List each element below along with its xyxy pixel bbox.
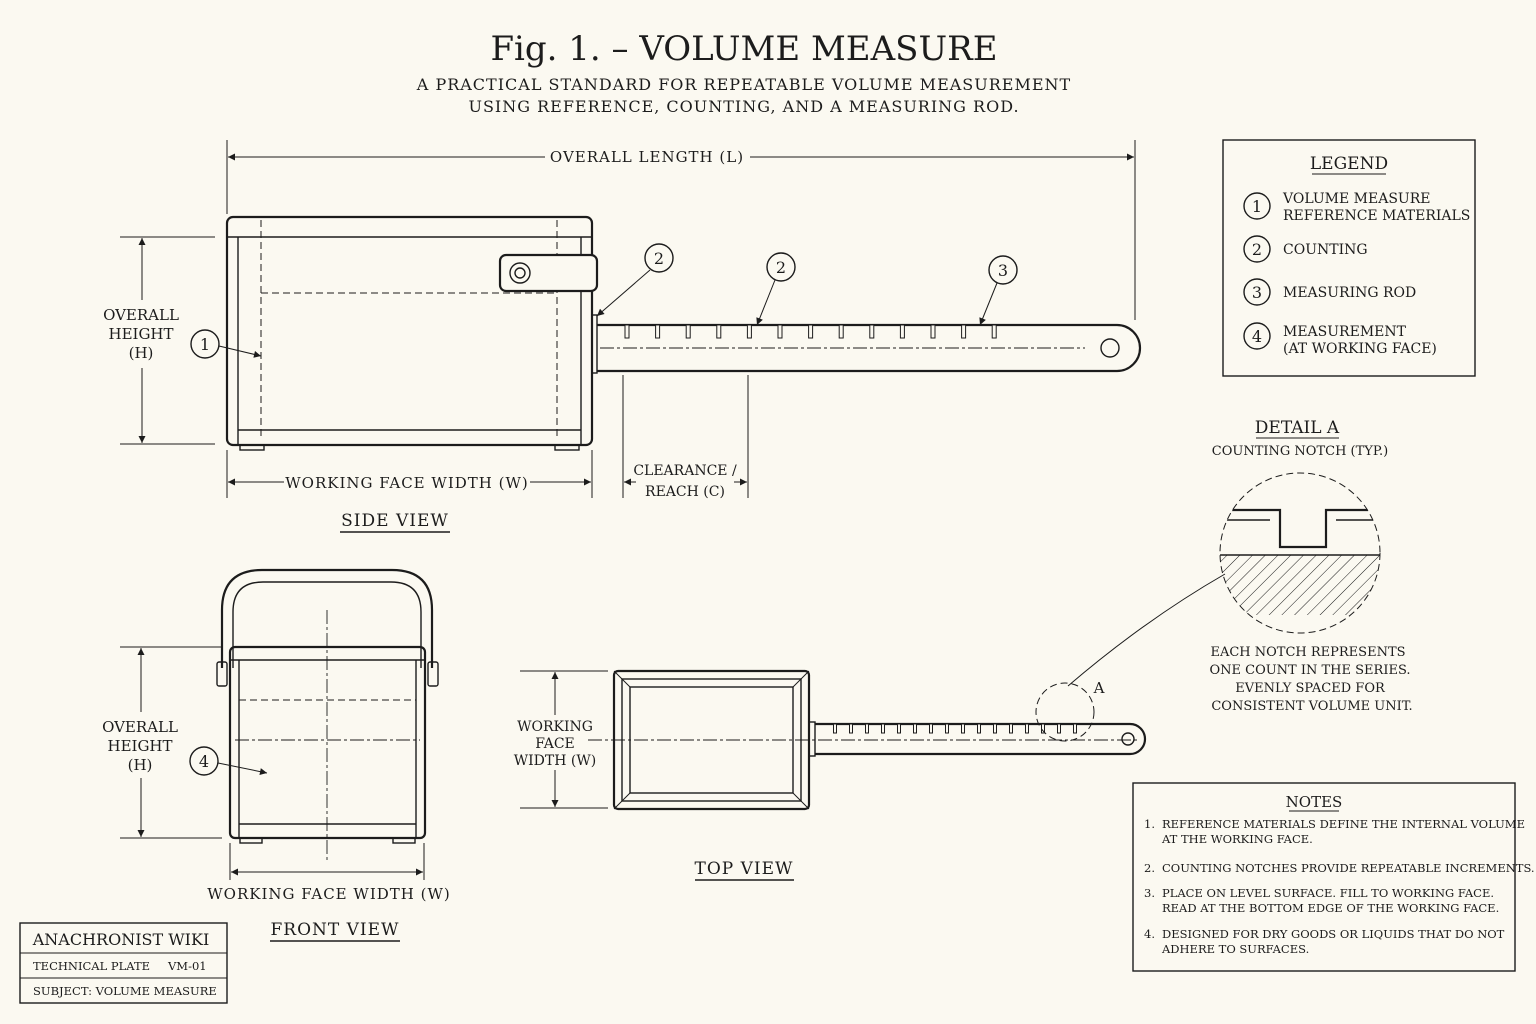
counting-notch	[1025, 723, 1029, 734]
detail-title: DETAIL A	[1255, 418, 1340, 438]
callout-3: 3	[998, 261, 1008, 280]
top-view: WORKING FACE WIDTH (W) A TOP VIEW	[514, 669, 1147, 881]
top-rod-notches	[833, 723, 1077, 734]
legend-item-1-num: 1	[1252, 197, 1262, 216]
counting-notch	[961, 324, 967, 339]
front-height-label-3: (H)	[128, 756, 153, 774]
side-view: OVERALL LENGTH (L) OVERALL HEIGHT (H)	[103, 140, 1142, 533]
callout-1-circle	[190, 329, 220, 359]
clearance-label-1: CLEARANCE /	[633, 463, 737, 479]
note-4-num: 4.	[1144, 927, 1155, 941]
notes-title: NOTES	[1286, 793, 1343, 811]
callout-1: 1	[200, 335, 210, 354]
counting-notch	[993, 723, 997, 734]
note-3-line2: READ AT THE BOTTOM EDGE OF THE WORKING F…	[1162, 901, 1499, 915]
note-3-num: 3.	[1144, 886, 1155, 900]
counting-notch	[899, 324, 905, 339]
note-4-line2: ADHERE TO SURFACES.	[1161, 942, 1309, 956]
counting-notch	[716, 324, 722, 339]
counting-notch	[849, 723, 853, 734]
counting-notch	[1009, 723, 1013, 734]
detail-desc-4: CONSISTENT VOLUME UNIT.	[1211, 699, 1412, 714]
counting-notch	[1073, 723, 1077, 734]
side-height-label-3: (H)	[129, 344, 154, 362]
counting-notch	[913, 723, 917, 734]
side-height-label-2: HEIGHT	[108, 325, 173, 343]
top-width-label-3: WIDTH (W)	[514, 753, 596, 769]
front-view-label: FRONT VIEW	[270, 920, 399, 940]
note-2-line1: COUNTING NOTCHES PROVIDE REPEATABLE INCR…	[1162, 861, 1535, 875]
counting-notch	[685, 324, 691, 339]
figure-subtitle-line2: USING REFERENCE, COUNTING, AND A MEASURI…	[468, 97, 1019, 116]
counting-notch	[1041, 723, 1045, 734]
counting-notch	[655, 324, 661, 339]
note-3-line1: PLACE ON LEVEL SURFACE. FILL TO WORKING …	[1162, 886, 1494, 900]
detail-desc-3: EVENLY SPACED FOR	[1235, 681, 1386, 696]
figure-title: Fig. 1. – VOLUME MEASURE	[490, 29, 997, 69]
counting-notch	[865, 723, 869, 734]
note-2-num: 2.	[1144, 861, 1155, 875]
top-width-label-1: WORKING	[517, 719, 593, 735]
title-block: ANACHRONIST WIKI TECHNICAL PLATE VM-01 S…	[19, 922, 228, 1004]
counting-notch	[930, 324, 936, 339]
counting-notch	[1057, 723, 1061, 734]
legend-item-3-num: 3	[1252, 283, 1262, 302]
counting-notch	[833, 723, 837, 734]
counting-notch	[869, 324, 875, 339]
clearance-label-2: REACH (C)	[645, 484, 725, 500]
note-4-line1: DESIGNED FOR DRY GOODS OR LIQUIDS THAT D…	[1162, 927, 1505, 941]
titleblock-plate: TECHNICAL PLATE	[33, 959, 150, 973]
detail-desc-1: EACH NOTCH REPRESENTS	[1210, 645, 1405, 660]
legend-box: LEGEND 1 VOLUME MEASURE REFERENCE MATERI…	[1222, 139, 1476, 377]
side-height-label-1: OVERALL	[103, 306, 179, 324]
legend-item-1-line2: REFERENCE MATERIALS	[1283, 208, 1470, 224]
counting-notch	[897, 723, 901, 734]
overall-length-label: OVERALL LENGTH (L)	[550, 148, 744, 166]
legend-item-2-line1: COUNTING	[1283, 242, 1368, 258]
detail-desc-2: ONE COUNT IN THE SERIES.	[1209, 663, 1410, 678]
front-height-label-1: OVERALL	[102, 718, 178, 736]
counting-notch	[746, 324, 752, 339]
top-view-label: TOP VIEW	[695, 859, 794, 879]
legend-item-2-num: 2	[1252, 240, 1262, 259]
legend-item-4-num: 4	[1252, 327, 1262, 346]
counting-notch	[977, 723, 981, 734]
top-width-label-2: FACE	[535, 736, 575, 752]
note-1-num: 1.	[1144, 817, 1155, 831]
counting-notch	[777, 324, 783, 339]
titleblock-org: ANACHRONIST WIKI	[32, 930, 210, 949]
counting-notch	[991, 324, 997, 339]
detail-marker: A	[1093, 679, 1105, 697]
notes-box: NOTES 1. REFERENCE MATERIALS DEFINE THE …	[1132, 782, 1535, 972]
detail-subtitle: COUNTING NOTCH (TYP.)	[1212, 444, 1388, 459]
legend-item-4-line2: (AT WORKING FACE)	[1283, 341, 1437, 357]
side-rod-notches	[624, 324, 997, 339]
callout-4: 4	[199, 752, 209, 771]
front-view: OVERALL HEIGHT (H) WORKING FACE WIDTH (W…	[102, 568, 451, 942]
counting-notch	[838, 324, 844, 339]
counting-notch	[808, 324, 814, 339]
front-width-label: WORKING FACE WIDTH (W)	[207, 885, 451, 903]
counting-notch	[945, 723, 949, 734]
titleblock-plate-id: VM-01	[167, 959, 207, 973]
counting-notch	[961, 723, 965, 734]
counting-notch	[881, 723, 885, 734]
legend-item-3-line1: MEASURING ROD	[1283, 285, 1416, 301]
legend-item-1-line1: VOLUME MEASURE	[1282, 191, 1431, 207]
figure-subtitle-line1: A PRACTICAL STANDARD FOR REPEATABLE VOLU…	[416, 75, 1071, 94]
note-1-line2: AT THE WORKING FACE.	[1161, 832, 1313, 846]
note-1-line1: REFERENCE MATERIALS DEFINE THE INTERNAL …	[1162, 817, 1525, 831]
legend-title: LEGEND	[1310, 154, 1388, 174]
counting-notch	[624, 324, 630, 339]
titleblock-subject: SUBJECT: VOLUME MEASURE	[33, 984, 217, 998]
detail-a: DETAIL A COUNTING NOTCH (TYP.) EACH NOTC…	[1067, 418, 1413, 714]
callout-2a: 2	[654, 249, 664, 268]
legend-item-4-line1: MEASUREMENT	[1283, 324, 1407, 340]
side-view-label: SIDE VIEW	[341, 511, 449, 531]
front-height-label-2: HEIGHT	[107, 737, 172, 755]
counting-notch	[929, 723, 933, 734]
side-width-label: WORKING FACE WIDTH (W)	[285, 474, 529, 492]
callout-2b: 2	[776, 258, 786, 277]
